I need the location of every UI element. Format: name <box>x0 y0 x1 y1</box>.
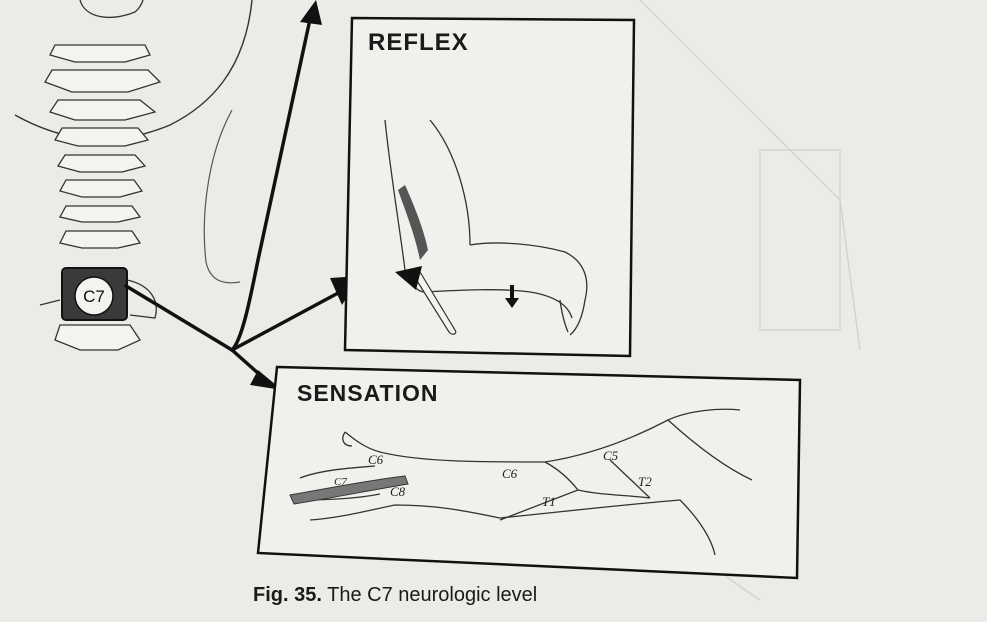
c7-marker-circle <box>74 276 114 316</box>
caption-figure-word: Fig. <box>253 584 289 606</box>
reflex-panel-title: REFLEX <box>368 29 469 56</box>
shoulder-line <box>39 299 61 306</box>
caption-text: The C7 neurologic level <box>327 584 538 606</box>
arrowhead-up <box>300 0 322 25</box>
triceps-shading <box>398 185 428 260</box>
dermatome-label-c5: C5 <box>603 448 619 463</box>
dermatome-label-c8: C8 <box>390 484 406 499</box>
cervical-spine <box>44 44 162 249</box>
neck-outline <box>203 109 241 284</box>
sensation-panel-frame <box>256 365 802 580</box>
reflex-arm-drawing <box>384 119 588 336</box>
dermatome-label-c7-finger: C7 <box>334 476 347 488</box>
dermatome-label-t2: T2 <box>638 474 652 489</box>
c7-process <box>126 279 157 319</box>
sensation-panel-title: SENSATION <box>297 380 439 406</box>
dermatome-label-c6-forearm: C6 <box>502 466 518 481</box>
caption-figure-number: 35. <box>294 584 322 606</box>
reflex-response-arrowhead <box>505 298 519 308</box>
figure-caption: Fig. 35. The C7 neurologic level <box>253 584 537 607</box>
c7-finger-shading <box>289 475 409 505</box>
c7-vertebra-label: C7 <box>83 287 105 306</box>
chin-outline <box>79 0 144 18</box>
reflex-panel-frame <box>343 16 636 358</box>
dermatome-label-c6-hand: C6 <box>368 452 384 467</box>
reflex-hammer-head <box>395 266 422 290</box>
reflex-hammer <box>413 271 457 335</box>
head-outline <box>14 0 253 141</box>
t1-vertebra <box>54 324 141 351</box>
dermatome-label-t1: T1 <box>542 494 556 509</box>
